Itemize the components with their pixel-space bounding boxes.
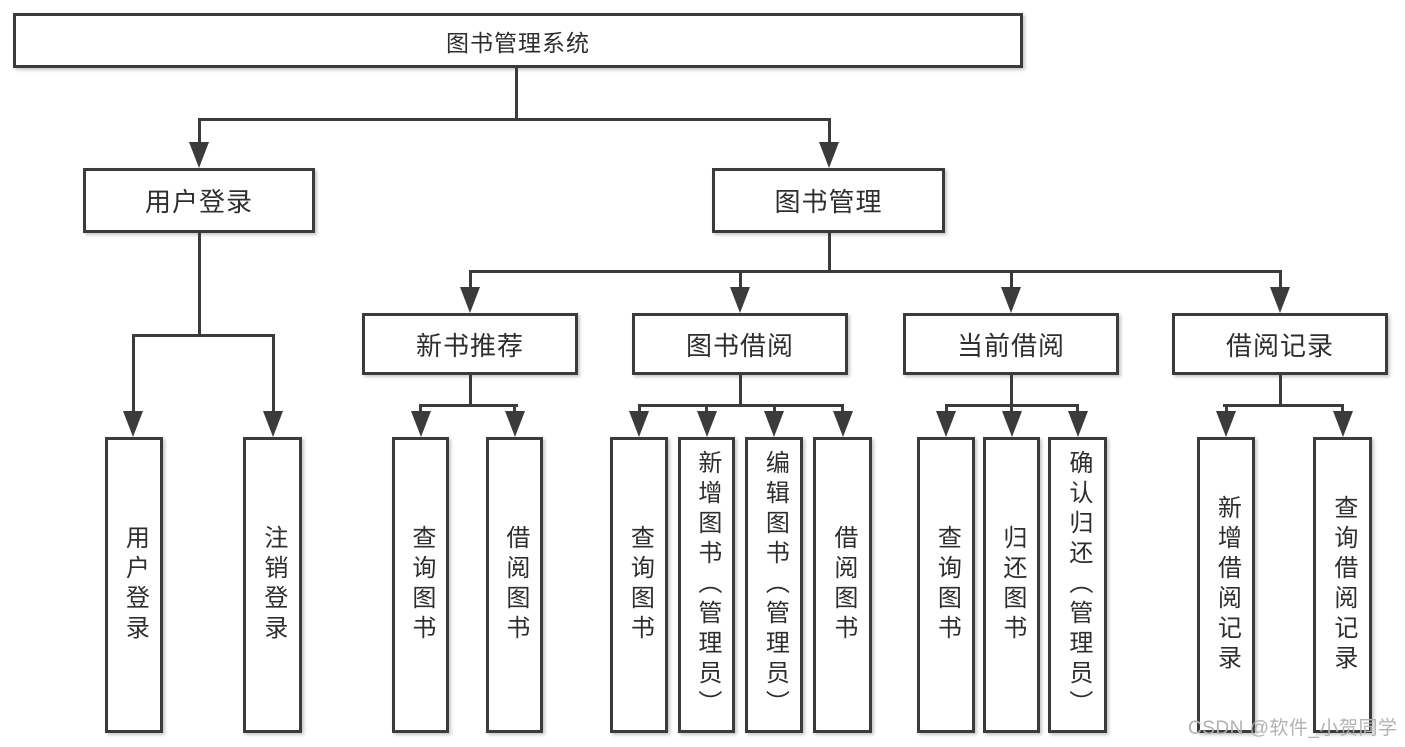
leaf-label: 归还图书 [998, 525, 1026, 645]
arrowhead-down-icon [1332, 411, 1353, 437]
leaf-edit-books-admin: 编辑图书（管理员） [745, 437, 803, 733]
connector-line [944, 404, 1079, 407]
leaf-label: 注销登录 [259, 525, 287, 645]
connector-line [271, 337, 275, 413]
leaf-label: 新增借阅记录 [1213, 495, 1241, 675]
leaf-label: 查询借阅记录 [1329, 495, 1357, 675]
leaf-query-books-recommend: 查询图书 [392, 437, 449, 733]
leaf-label: 借阅图书 [501, 525, 529, 645]
connector-line [418, 404, 518, 407]
connector-line [468, 270, 1282, 273]
arrowhead-down-icon [1001, 411, 1022, 437]
node-book-management: 图书管理 [712, 168, 945, 233]
arrowhead-down-icon [189, 142, 209, 168]
leaf-logout: 注销登录 [243, 437, 302, 733]
leaf-label: 确认归还（管理员） [1064, 450, 1092, 720]
connector-line [197, 118, 831, 121]
connector-line [1278, 273, 1282, 289]
node-new-book-recommendation: 新书推荐 [362, 313, 578, 375]
leaf-return-books: 归还图书 [983, 437, 1040, 733]
arrowhead-down-icon [696, 411, 717, 437]
arrowhead-down-icon [263, 411, 283, 437]
connector-line [1278, 375, 1282, 407]
connector-line [738, 375, 742, 407]
node-user-login: 用户登录 [83, 168, 315, 233]
leaf-add-books-admin: 新增图书（管理员） [678, 437, 735, 733]
node-library-management-system: 图书管理系统 [13, 13, 1023, 68]
node-borrowing-records: 借阅记录 [1172, 313, 1388, 375]
node-label: 图书管理 [774, 187, 883, 217]
leaf-label: 查询图书 [626, 525, 654, 645]
arrowhead-down-icon [1216, 411, 1236, 437]
connector-line [197, 233, 201, 337]
connector-line [131, 334, 275, 337]
connector-line [1009, 273, 1013, 289]
arrowhead-down-icon [1001, 287, 1021, 313]
connector-line [1009, 375, 1013, 407]
connector-line [827, 121, 831, 146]
arrowhead-down-icon [504, 411, 525, 437]
node-label: 当前借阅 [956, 330, 1065, 361]
leaf-add-borrow-record: 新增借阅记录 [1197, 437, 1255, 733]
connector-line [131, 337, 135, 413]
connector-line [197, 121, 201, 146]
arrowhead-down-icon [730, 287, 750, 313]
leaf-label: 查询图书 [933, 525, 961, 645]
node-current-borrowing: 当前借阅 [903, 313, 1119, 375]
connector-line [637, 404, 844, 407]
node-label: 图书借阅 [685, 330, 794, 361]
connector-line [1222, 404, 1344, 407]
leaf-borrow-books-recommend: 借阅图书 [486, 437, 543, 733]
leaf-query-books-borrow: 查询图书 [610, 437, 668, 733]
connector-line [468, 375, 472, 407]
arrowhead-down-icon [819, 142, 839, 168]
leaf-label: 查询图书 [407, 525, 435, 645]
leaf-label: 新增图书（管理员） [693, 450, 721, 720]
leaf-borrow-books: 借阅图书 [813, 437, 872, 733]
arrowhead-down-icon [764, 411, 784, 437]
csdn-watermark: CSDN @软件_小贺同学 [1188, 718, 1398, 739]
leaf-query-borrow-record: 查询借阅记录 [1313, 437, 1372, 733]
leaf-label: 编辑图书（管理员） [761, 450, 789, 720]
connector-line [468, 273, 472, 289]
leaf-label: 用户登录 [121, 525, 149, 645]
arrowhead-down-icon [1270, 287, 1290, 313]
arrowhead-down-icon [629, 411, 649, 437]
arrowhead-down-icon [832, 411, 853, 437]
arrowhead-down-icon [410, 411, 431, 437]
node-label: 图书管理系统 [446, 29, 590, 56]
connector-line [738, 273, 742, 289]
node-label: 新书推荐 [415, 330, 524, 361]
arrowhead-down-icon [460, 287, 480, 313]
node-label: 用户登录 [144, 187, 253, 217]
arrowhead-down-icon [1067, 411, 1088, 437]
node-book-borrowing: 图书借阅 [632, 313, 848, 375]
leaf-user-login: 用户登录 [105, 437, 163, 733]
connector-line [827, 233, 831, 272]
leaf-query-books-current: 查询图书 [917, 437, 975, 733]
connector-line [514, 68, 518, 121]
arrowhead-down-icon [123, 411, 143, 437]
leaf-label: 借阅图书 [829, 525, 857, 645]
node-label: 借阅记录 [1225, 330, 1334, 361]
arrowhead-down-icon [936, 411, 956, 437]
leaf-confirm-return-admin: 确认归还（管理员） [1048, 437, 1107, 733]
